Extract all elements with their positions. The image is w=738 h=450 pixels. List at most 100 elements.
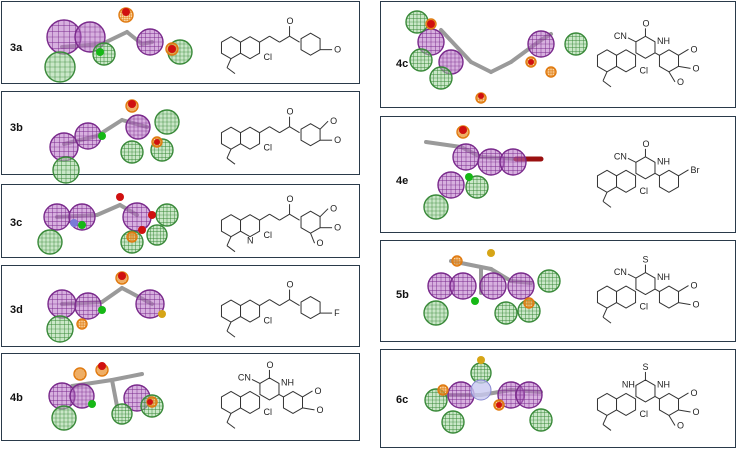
acceptor-feature-sphere	[441, 410, 465, 434]
oxygen-atom	[116, 193, 124, 201]
pharmacophore-3d-model	[424, 356, 553, 434]
structure-bond	[289, 35, 300, 43]
donor-feature-sphere	[76, 318, 88, 330]
skeleton-bond	[100, 30, 129, 46]
benzene-ring	[220, 126, 242, 150]
benzene-ring	[635, 379, 656, 403]
acceptor-feature-sphere	[37, 229, 63, 255]
hydrophobic-feature-sphere	[499, 148, 527, 176]
structure-bond	[289, 126, 300, 134]
structure-bond	[226, 67, 236, 75]
oxygen-atom	[459, 126, 467, 134]
structure-bond	[668, 415, 676, 426]
structure-bond	[678, 169, 689, 177]
atom-label: O	[317, 405, 324, 415]
acceptor-feature-sphere	[155, 203, 179, 227]
chlorine-atom	[98, 306, 106, 314]
compound-label: 4c	[396, 58, 409, 70]
acceptor-feature-sphere	[429, 66, 453, 90]
skeleton-bond	[469, 60, 493, 74]
structure-bond	[279, 299, 290, 307]
benzene-ring	[240, 214, 261, 238]
compound-label: 3b	[10, 122, 23, 134]
oxygen-atom	[478, 93, 484, 99]
structure-bond	[289, 213, 300, 221]
benzene-ring	[300, 123, 321, 147]
donor-feature-sphere	[523, 297, 535, 309]
hydrophobic-feature-sphere	[136, 28, 164, 56]
structure-bond	[278, 393, 284, 398]
structure-bond	[602, 415, 608, 425]
structure-bond	[302, 390, 313, 398]
chlorine-atom	[465, 173, 473, 181]
structure-bond	[226, 422, 236, 429]
donor-feature-sphere	[151, 136, 163, 148]
hydrophobic-feature-sphere	[507, 272, 535, 300]
structure-bond	[602, 200, 612, 208]
structure-bond	[678, 65, 691, 69]
atom-label: O	[642, 18, 649, 28]
donor-feature-sphere	[73, 367, 87, 381]
benzene-ring	[259, 377, 280, 401]
atom-label: O	[287, 280, 294, 290]
benzene-ring	[300, 296, 321, 320]
atom-label: NH	[657, 379, 670, 389]
atom-label: Cl	[640, 186, 649, 196]
atom-label: O	[691, 281, 698, 291]
fluorine-atom	[158, 310, 166, 318]
compound-label: 3d	[10, 304, 23, 316]
structure-bond	[602, 316, 612, 324]
structure-bond	[602, 424, 612, 431]
oxygen-atom	[148, 211, 156, 219]
chlorine-atom	[96, 48, 104, 56]
atom-label: O	[287, 194, 294, 204]
acceptor-feature-sphere	[111, 403, 133, 425]
benzene-ring	[658, 285, 680, 309]
hydrophobic-feature-sphere	[74, 122, 102, 150]
structure-bond	[319, 208, 329, 218]
oxygen-atom	[128, 100, 136, 108]
compound-label: 3c	[10, 217, 23, 229]
atom-label: O	[330, 204, 337, 214]
structure-bond	[226, 148, 232, 159]
acceptor-feature-sphere	[46, 315, 74, 343]
chlorine-atom	[88, 400, 96, 408]
compound-label: 4b	[10, 392, 23, 404]
structure-bond	[269, 35, 280, 43]
benzene-ring	[616, 49, 637, 73]
acceptor-feature-sphere	[529, 408, 553, 432]
atom-label: O	[693, 63, 700, 73]
atom-label: O	[334, 223, 341, 233]
structure-bond	[678, 302, 691, 306]
benzene-ring	[658, 169, 680, 193]
pharmacophore-3d-model	[405, 10, 588, 104]
benzene-ring	[658, 49, 680, 73]
structure-bond	[226, 58, 232, 68]
compound-label: 4e	[396, 175, 409, 187]
oxygen-atom	[98, 362, 106, 370]
atom-label: O	[317, 238, 324, 248]
hydrophobic-feature-sphere	[515, 381, 543, 409]
structure-bond	[251, 378, 261, 384]
hydrophobic-feature-sphere	[437, 171, 465, 199]
atom-label: Cl	[264, 230, 273, 240]
atom-label: Cl	[640, 65, 649, 75]
oxygen-atom	[154, 139, 160, 145]
oxygen-atom	[122, 8, 130, 16]
structure-bond	[226, 236, 232, 246]
structure-bond	[259, 213, 270, 221]
benzene-ring	[596, 169, 618, 193]
acceptor-feature-sphere	[146, 224, 168, 246]
donor-feature-sphere	[451, 255, 463, 267]
structure-bond	[226, 245, 236, 253]
structure-bond	[319, 120, 329, 130]
sulfur-atom	[477, 356, 485, 364]
